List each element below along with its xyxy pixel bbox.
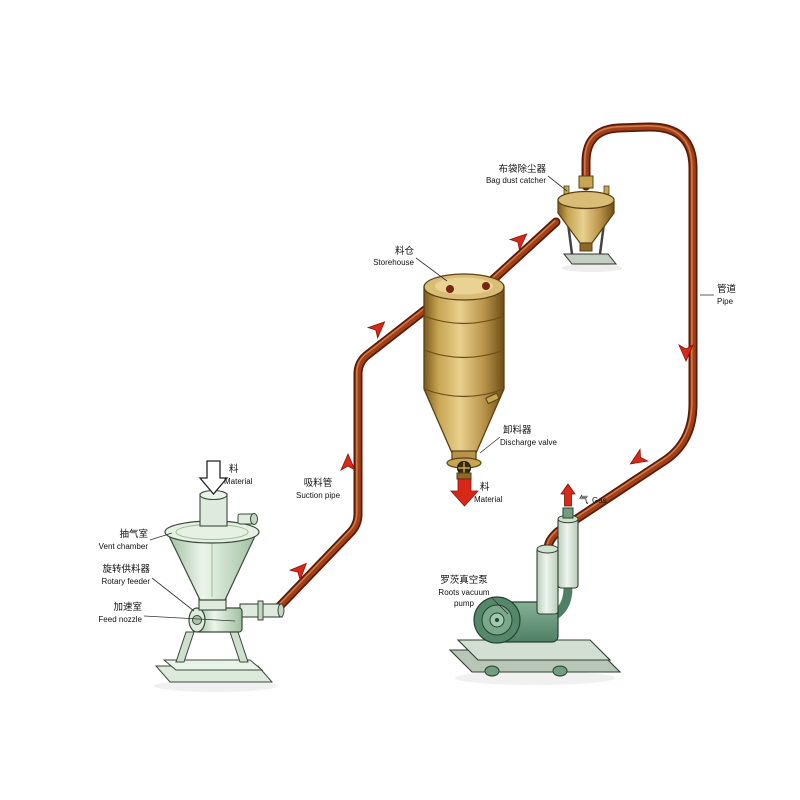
leader-feed-nozzle (143, 615, 236, 622)
label-bag-dust-catcher-en: Bag dust catcher (486, 176, 546, 185)
feed-nozzle-pipe (239, 600, 285, 621)
storehouse-silo (423, 273, 505, 480)
label-rotary-feeder-en: Rotary feeder (102, 577, 151, 586)
flow-arrow (340, 453, 356, 471)
feed-assembly (154, 460, 285, 692)
suction-pipe-inlet-fitting (446, 285, 454, 293)
bag-dust-catcher (557, 175, 622, 272)
inlet-silencer-cylinder (536, 544, 559, 615)
vent-chamber-cone (164, 520, 260, 601)
label-roots-pump-zh: 罗茨真空泵 (440, 574, 488, 586)
label-material-in-zh: 料 (229, 463, 239, 475)
label-material-out-en: Material (474, 495, 503, 504)
label-storehouse-zh: 料仓 (395, 245, 415, 257)
label-suction-pipe-en: Suction pipe (296, 491, 341, 500)
label-roots-pump-en1: Roots vacuum (438, 588, 489, 597)
label-suction-pipe-zh: 吸料管 (304, 477, 333, 489)
vent-pipe-outlet-fitting (482, 282, 490, 290)
flow-arrow (678, 344, 694, 362)
label-pipe-zh: 管道 (717, 283, 737, 295)
label-vent-chamber-en: Vent chamber (99, 542, 149, 551)
label-feed-nozzle-en: Feed nozzle (98, 615, 142, 624)
leader-vent-chamber (149, 532, 173, 541)
label-material-out-zh: 料 (480, 481, 490, 493)
gas-out-arrow (560, 483, 576, 507)
leader-bag-dust-catcher (547, 175, 568, 192)
suction-pipe-line (273, 287, 453, 613)
leader-storehouse (415, 257, 448, 282)
label-discharge-valve-en: Discharge valve (500, 438, 557, 447)
leader-roots-pump (491, 597, 509, 615)
leader-rotary-feeder (151, 577, 195, 612)
flow-arrow (366, 321, 386, 340)
flow-arrow (508, 233, 528, 252)
label-rotary-feeder-zh: 旋转供料器 (102, 563, 150, 575)
label-roots-pump-en2: pump (454, 599, 475, 608)
label-vent-chamber-zh: 抽气室 (119, 528, 148, 540)
labels: 料 Material 抽气室 Vent chamber 旋转供料器 Rotary… (98, 163, 736, 624)
label-storehouse-en: Storehouse (373, 258, 414, 267)
belt-guard (473, 596, 521, 644)
label-gas-en: Gas (592, 496, 607, 505)
material-in-arrow (198, 460, 229, 496)
label-material-in-en: Material (224, 477, 253, 486)
flow-arrow (288, 562, 307, 582)
flow-arrow (629, 448, 649, 465)
label-discharge-valve-zh: 卸料器 (503, 424, 532, 436)
label-feed-nozzle-zh: 加速室 (113, 601, 142, 613)
label-gas-zh: 气 (579, 494, 589, 506)
leader-discharge-valve (479, 436, 501, 454)
material-out-arrow (450, 478, 479, 507)
flow-arrows (288, 233, 694, 582)
roots-vacuum-pump-unit (448, 483, 622, 685)
label-pipe-en: Pipe (717, 297, 734, 306)
exhaust-silencer-cylinder (557, 507, 579, 589)
cone-side-stub (485, 392, 500, 405)
label-bag-dust-catcher-zh: 布袋除尘器 (498, 163, 546, 175)
silo-to-catcher-pipe-line (481, 217, 561, 291)
